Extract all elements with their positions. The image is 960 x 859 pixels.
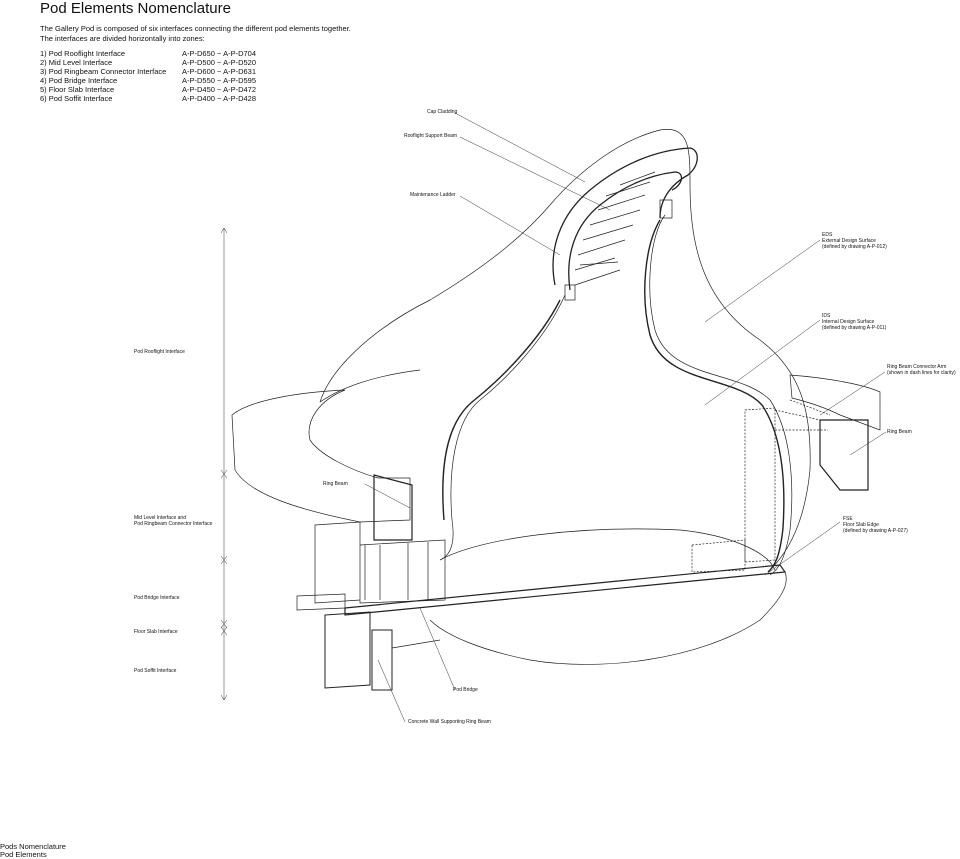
zone-row: 5) Floor Slab Interface A-P-D450 ~ A-P-D4… [40, 85, 256, 94]
concrete-wall [324, 611, 393, 691]
footer: Pods Nomenclature Pod Elements [0, 843, 66, 859]
label-pod-bridge: Pod Bridge [453, 687, 478, 693]
zone-marker-soffit: Pod Soffit Interface [134, 668, 177, 674]
zone-name: 4) Pod Bridge Interface [40, 76, 118, 85]
zone-marker-bridge: Pod Bridge Interface [134, 595, 180, 601]
ids-inner-line [442, 299, 561, 521]
pod-bridge-structure [314, 521, 446, 604]
drawing-linework [231, 129, 881, 691]
zone-range: A-P-D450 ~ A-P-D472 [182, 85, 256, 94]
cap-cladding [552, 147, 698, 291]
label-rbca-line: Ring Beam Connector Arm [887, 364, 947, 370]
zone-row: 4) Pod Bridge Interface A-P-D550 ~ A-P-D5… [40, 76, 256, 85]
zone-marker-mid-line: Pod Ringbeam Connector Interface [134, 521, 213, 527]
pod-interior-shell [439, 528, 776, 571]
zone-axis [220, 227, 228, 701]
ring-beam-connector-arm [691, 399, 831, 573]
label-fse: FSE Floor Slab Edge (defined by drawing … [843, 516, 908, 534]
label-fse-line: Floor Slab Edge [843, 522, 879, 528]
floor-slab [344, 564, 787, 616]
label-ring-beam-right: Ring Beam [887, 429, 912, 435]
zone-marker-floor: Floor Slab Interface [134, 629, 178, 635]
label-ring-beam-connector-arm: Ring Beam Connector Arm (shown in dash l… [887, 364, 956, 376]
label-eds-line: (defined by drawing A-P-012) [822, 244, 887, 250]
ring-beam-right [819, 419, 869, 491]
external-design-surface [319, 129, 811, 571]
zone-row: 1) Pod Rooflight Interface A-P-D650 ~ A-P… [40, 49, 256, 58]
intro-text: The Gallery Pod is composed of six inter… [40, 24, 351, 43]
label-cap-cladding: Cap Cladding [427, 109, 458, 115]
ring-beam-left [373, 474, 413, 541]
ids-inner-right [644, 219, 785, 573]
zone-row: 2) Mid Level Interface A-P-D500 ~ A-P-D52… [40, 58, 256, 67]
label-eds: EDS External Design Surface (defined by … [822, 232, 887, 250]
label-rbca-line: (shown in dash lines for clarity) [887, 370, 956, 376]
zone-range: A-P-D550 ~ A-P-D595 [182, 76, 256, 85]
bridge-plate [296, 593, 346, 611]
label-fse-line: (defined by drawing A-P-027) [843, 528, 908, 534]
zone-marker-rooflight: Pod Rooflight Interface [134, 349, 185, 355]
ring-beam-under-floor [391, 639, 441, 649]
ring-beam-band-right [789, 374, 881, 431]
zone-range: A-P-D400 ~ A-P-D428 [182, 94, 256, 103]
zone-range: A-P-D600 ~ A-P-D631 [182, 67, 256, 76]
page-title: Pod Elements Nomenclature [40, 0, 231, 17]
rooflight-support-beam [564, 199, 673, 301]
label-ids-line: Internal Design Surface [822, 319, 875, 325]
floor-slab-underside [429, 571, 787, 665]
label-eds-line: EDS [822, 232, 833, 238]
label-ids-line: IDS [822, 313, 831, 319]
zone-name: 1) Pod Rooflight Interface [40, 49, 126, 58]
zone-name: 3) Pod Ringbeam Connector Interface [40, 67, 167, 76]
label-ids: IDS Internal Design Surface (defined by … [822, 313, 886, 331]
zone-marker-mid-line: Mid Level Interface and [134, 515, 186, 521]
outer-sweep-line [319, 369, 421, 403]
leader-lines [364, 112, 887, 723]
footer-line: Pod Elements [0, 850, 47, 859]
label-concrete-wall: Concrete Wall Supporting Ring Beam [408, 719, 491, 725]
internal-design-surface [439, 214, 793, 576]
zone-list: 1) Pod Rooflight Interface A-P-D650 ~ A-P… [40, 49, 256, 103]
label-ids-line: (defined by drawing A-P-011) [822, 325, 887, 331]
label-fse-line: FSE [843, 516, 853, 522]
zone-name: 5) Floor Slab Interface [40, 85, 115, 94]
zone-marker-mid: Mid Level Interface and Pod Ringbeam Con… [134, 515, 212, 527]
zone-row: 3) Pod Ringbeam Connector Interface A-P-D… [40, 67, 256, 76]
zone-name: 2) Mid Level Interface [40, 58, 113, 67]
zone-name: 6) Pod Soffit Interface [40, 94, 113, 103]
ring-beam-band [231, 389, 411, 523]
zone-row: 6) Pod Soffit Interface A-P-D400 ~ A-P-D4… [40, 94, 256, 103]
label-eds-line: External Design Surface [822, 238, 876, 244]
zone-range: A-P-D500 ~ A-P-D520 [182, 58, 256, 67]
footer-line: Pods Nomenclature [0, 842, 66, 851]
maintenance-ladder [574, 171, 656, 286]
zone-range: A-P-D650 ~ A-P-D704 [182, 49, 256, 58]
label-rooflight-support-beam: Rooflight Support Beam [404, 133, 458, 139]
label-ring-beam-left: Ring Beam [323, 481, 348, 487]
label-maintenance-ladder: Maintenance Ladder [410, 192, 456, 198]
